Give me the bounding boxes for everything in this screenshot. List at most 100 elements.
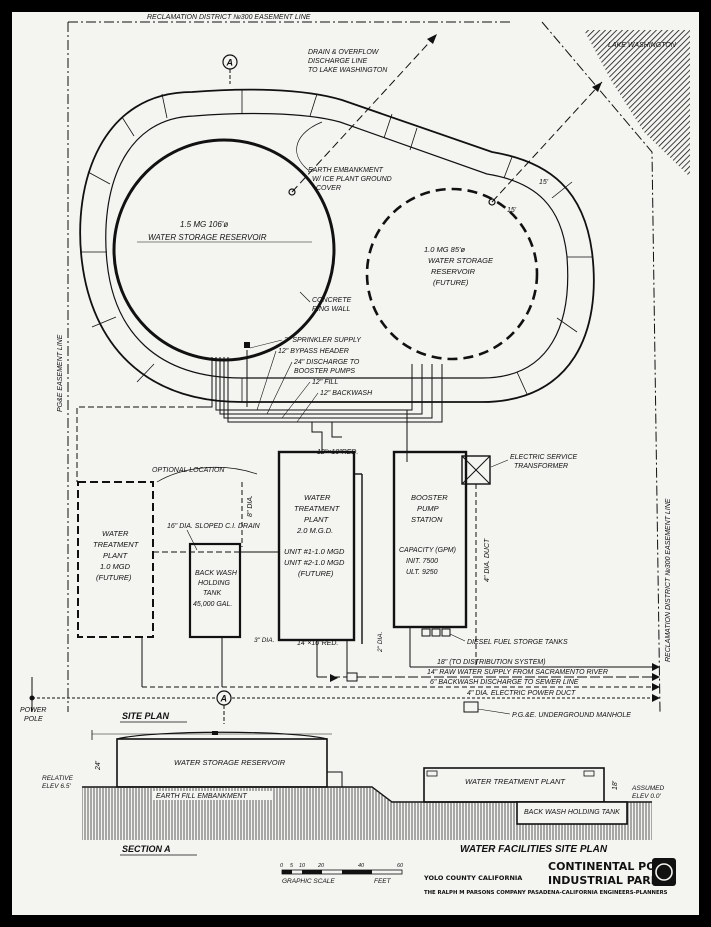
svg-text:45,000 GAL.: 45,000 GAL.: [193, 601, 232, 608]
scale-tick-20: 20: [317, 863, 325, 869]
power-pole-1: POWER: [20, 707, 46, 714]
feet-label: FEET: [374, 878, 392, 885]
svg-text:ULT. 9250: ULT. 9250: [406, 569, 438, 576]
svg-text:WATER: WATER: [304, 493, 331, 502]
right-easement-label: RECLAMATION DISTRICT №300 EASEMENT LINE: [665, 498, 672, 662]
right-easement-line: [541, 21, 661, 713]
reducer-bottom: 14"×10"RED.: [297, 640, 338, 647]
section-wtp-label: WATER TREATMENT PLANT: [465, 777, 566, 786]
dia-8-note: 8" DIA.: [247, 495, 254, 517]
main-reservoir-capacity: 1.5 MG 106'ø: [180, 220, 228, 229]
embankment-note-3: COVER: [316, 185, 341, 192]
svg-text:TREATMENT: TREATMENT: [294, 504, 341, 513]
lake-washington-area: [584, 30, 690, 177]
pipe-label-2: 12" BYPASS HEADER: [278, 348, 349, 355]
svg-text:TREATMENT: TREATMENT: [93, 540, 140, 549]
scale-tick-10: 10: [299, 863, 306, 869]
assumed-2: ELEV 0.0': [632, 793, 661, 800]
svg-text:(FUTURE): (FUTURE): [298, 569, 334, 578]
site-plan-heading: SITE PLAN: [122, 711, 170, 721]
svg-text:UNIT #1-1.0 MGD: UNIT #1-1.0 MGD: [284, 547, 345, 556]
ring-wall-note-1: CONCRETE: [312, 297, 352, 304]
main-reservoir: [112, 138, 336, 362]
svg-text:(FUTURE): (FUTURE): [96, 573, 132, 582]
brand-line-1: CONTINENTAL PORT: [548, 860, 672, 873]
embankment-inner-edge: [105, 112, 569, 379]
diesel-note: DIESEL FUEL STORGE TANKS: [467, 639, 568, 646]
line-label-3: 6" BACKWASH DISCHARGE TO SEWER LINE: [430, 679, 579, 686]
power-pole-2: POLE: [24, 716, 43, 723]
section-a-heading: SECTION A: [122, 844, 171, 854]
drawing-sheet: LAKE WASHINGTON RECLAMATION DISTRICT №30…: [12, 12, 699, 915]
svg-text:CAPACITY (GPM): CAPACITY (GPM): [399, 547, 456, 554]
scale-tick-60: 60: [397, 863, 404, 869]
sheet-title: WATER FACILITIES SITE PLAN: [460, 844, 608, 855]
credit-line: THE RALPH M PARSONS COMPANY PASADENA-CAL…: [424, 890, 668, 896]
section-reservoir-label: WATER STORAGE RESERVOIR: [174, 758, 286, 767]
main-reservoir-label: WATER STORAGE RESERVOIR: [148, 233, 267, 242]
pipe-label-3b: BOOSTER PUMPS: [294, 368, 355, 375]
scale-tick-40: 40: [358, 863, 365, 869]
line-label-1: 18" (TO DISTRIBUTION SYSTEM): [437, 659, 546, 666]
brand-line-2: INDUSTRIAL PARK: [548, 874, 660, 887]
svg-text:WATER: WATER: [102, 529, 129, 538]
electric-note-1: ELECTRIC SERVICE: [510, 454, 577, 461]
graphic-scale: [281, 869, 403, 875]
dim-15-b: 15': [539, 179, 549, 186]
manhole-label: P.G.&E. UNDERGROUND MANHOLE: [512, 712, 631, 719]
line-label-2: 14" RAW WATER SUPPLY FROM SACRAMENTO RIV…: [427, 669, 608, 676]
future-reservoir-label-1: WATER STORAGE: [428, 256, 494, 265]
dim-15-a: 15': [507, 207, 517, 214]
rel-elev-1: RELATIVE: [42, 775, 74, 782]
embankment-note-1: EARTH EMBANKMENT: [308, 167, 384, 174]
top-easement-label: RECLAMATION DISTRICT №300 EASEMENT LINE: [147, 14, 311, 21]
ring-wall-note-2: RING WALL: [312, 306, 350, 313]
scale-tick-5: 5: [290, 863, 294, 869]
manhole: [463, 701, 479, 713]
graphic-scale-label: GRAPHIC SCALE: [282, 878, 335, 885]
future-reservoir-label-3: (FUTURE): [433, 278, 469, 287]
svg-text:UNIT #2-1.0 MGD: UNIT #2-1.0 MGD: [284, 558, 345, 567]
pipe-label-4: 12" FILL: [312, 379, 338, 386]
svg-text:1.0 MGD: 1.0 MGD: [100, 562, 131, 571]
optional-location: OPTIONAL LOCATION: [152, 467, 225, 474]
section-wtp: [423, 767, 605, 803]
svg-text:PUMP: PUMP: [417, 504, 439, 513]
future-reservoir-label-2: RESERVOIR: [431, 267, 476, 276]
county-label: YOLO COUNTY CALIFORNIA: [423, 874, 522, 882]
earth-embankment-ring: [79, 88, 595, 403]
svg-text:BOOSTER: BOOSTER: [411, 493, 448, 502]
assumed-1: ASSUMED: [631, 785, 664, 792]
svg-text:PLANT: PLANT: [304, 515, 330, 524]
booster-pump-station: [392, 450, 468, 629]
earth-fill-label: EARTH FILL EMBANKMENT: [156, 793, 247, 800]
drain-16-note: 16" DIA. SLOPED C.I. DRAIN: [167, 523, 261, 530]
line-label-4: 4" DIA. ELECTRIC POWER DUCT: [467, 690, 576, 697]
drain-note-3: TO LAKE WASHINGTON: [308, 67, 388, 74]
pge-easement-label: PG&E EASEMENT LINE: [57, 334, 64, 412]
future-treatment-plant: [77, 481, 154, 638]
svg-text:CP: CP: [657, 869, 669, 878]
section-24: 24': [95, 760, 102, 771]
drain-note-1: DRAIN & OVERFLOW: [308, 49, 380, 56]
future-reservoir: [365, 187, 539, 361]
drain-note-2: DISCHARGE LINE: [308, 58, 367, 65]
svg-text:STATION: STATION: [411, 515, 443, 524]
duct-4-note: 4" DIA. DUCT: [484, 538, 491, 582]
site-plan-drawing: LAKE WASHINGTON RECLAMATION DISTRICT №30…: [20, 14, 690, 896]
section-backwash-label: BACK WASH HOLDING TANK: [524, 809, 620, 816]
svg-text:A: A: [226, 58, 234, 68]
pipe-label-1: 2" SPRINKLER SUPPLY: [283, 337, 362, 344]
dia-3-note: 3" DIA.: [254, 637, 275, 644]
svg-text:INIT. 7500: INIT. 7500: [406, 558, 438, 565]
svg-text:HOLDING: HOLDING: [198, 580, 230, 587]
rel-elev-2: ELEV 6.5': [42, 783, 71, 790]
svg-text:TANK: TANK: [203, 590, 221, 597]
pipe-label-3a: 24" DISCHARGE TO: [293, 359, 360, 366]
electric-note-2: TRANSFORMER: [514, 463, 568, 470]
water-treatment-plant: [277, 450, 356, 642]
svg-text:BACK WASH: BACK WASH: [195, 570, 238, 577]
bypass-dashed: [76, 406, 202, 482]
backwash-holding-tank: [188, 542, 242, 639]
lake-label: LAKE WASHINGTON: [608, 42, 677, 49]
